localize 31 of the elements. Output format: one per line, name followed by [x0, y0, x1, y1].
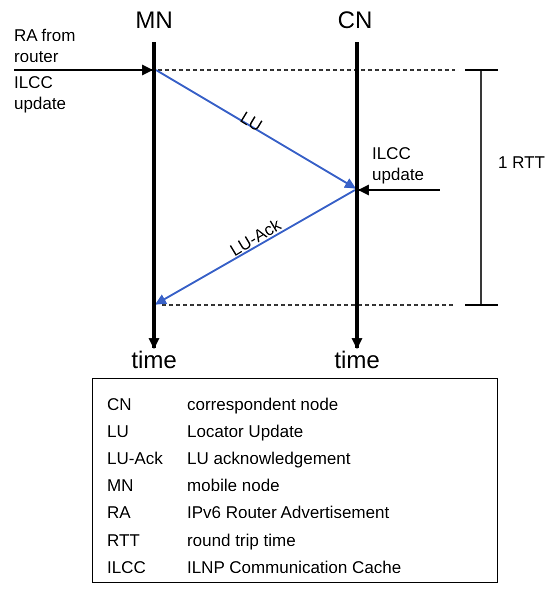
- event-note: ILCC update: [372, 143, 452, 190]
- definition: LU acknowledgement: [187, 448, 352, 469]
- abbreviation: ILCC: [107, 558, 147, 578]
- abbreviation: LU: [107, 422, 130, 442]
- edge-label: LU: [236, 108, 266, 136]
- definition: ILNP Communication Cache: [187, 558, 402, 578]
- message-arrow: [155, 189, 356, 305]
- definition: IPv6 Router Advertisement: [187, 503, 390, 524]
- definition: mobile node: [187, 476, 281, 496]
- definition: Locator Update: [187, 422, 304, 442]
- lifeline: [152, 42, 156, 310]
- event-note: ILCC update: [14, 72, 67, 114]
- arrow: [352, 310, 362, 350]
- lifeline-label: time: [124, 348, 184, 374]
- lifeline: [355, 42, 359, 310]
- definition: round trip time: [187, 530, 297, 551]
- abbreviation: RA: [107, 503, 132, 524]
- lifeline-label: time: [327, 348, 387, 374]
- abbreviation: RTT: [107, 530, 141, 551]
- definition: correspondent node: [187, 394, 340, 415]
- arrow: [358, 184, 440, 196]
- message-arrow: [156, 69, 356, 189]
- abbreviation: LU-Ack: [107, 448, 164, 469]
- event-note: RA from router: [14, 25, 124, 70]
- abbreviation: MN: [107, 476, 134, 496]
- lifeline-label: CN: [330, 8, 380, 34]
- abbreviation: CN: [107, 394, 133, 415]
- lifeline-label: MN: [129, 8, 179, 34]
- arrow: [148, 310, 160, 350]
- dimension-label: 1 RTT: [498, 152, 546, 173]
- arrow: [14, 64, 154, 76]
